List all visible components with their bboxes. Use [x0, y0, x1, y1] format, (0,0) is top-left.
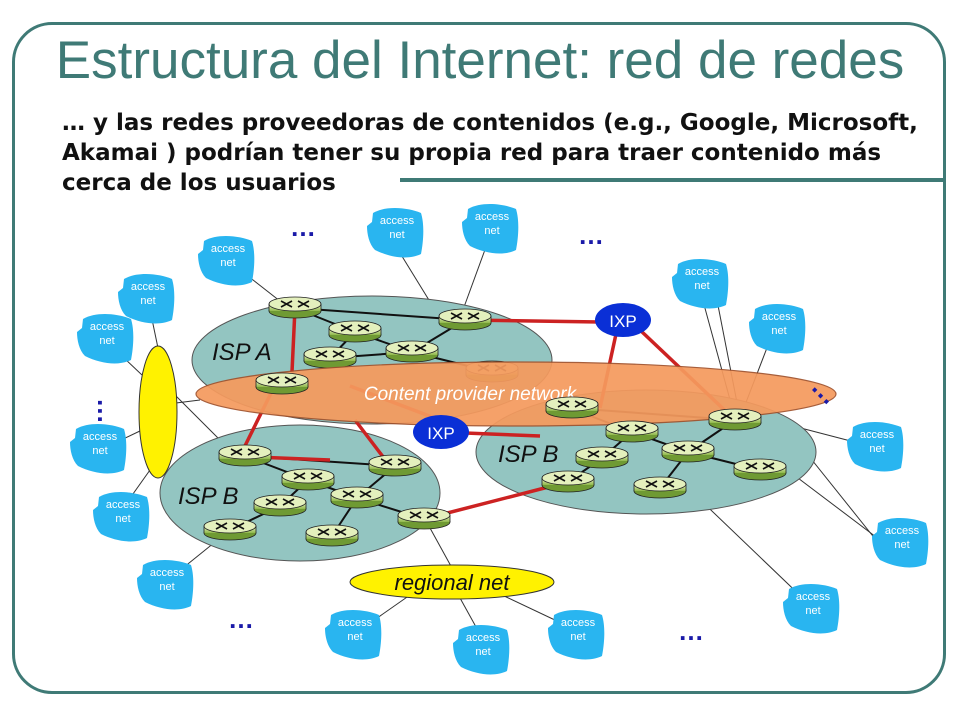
- svg-text:net: net: [220, 257, 235, 269]
- ellipsis: …: [678, 616, 704, 646]
- svg-text:access: access: [131, 281, 166, 293]
- svg-text:access: access: [380, 215, 415, 227]
- router: [385, 340, 439, 363]
- access-net: access net: [462, 204, 519, 254]
- ixp-top-label: IXP: [609, 312, 636, 331]
- router: [605, 420, 659, 443]
- access-net: access net: [548, 610, 605, 660]
- ixp-middle-label: IXP: [427, 424, 454, 443]
- svg-text:net: net: [805, 605, 820, 617]
- svg-text:net: net: [570, 631, 585, 643]
- router: [305, 524, 359, 547]
- router: [545, 396, 599, 419]
- ellipsis: …: [92, 398, 122, 424]
- title-underline: [400, 178, 945, 182]
- svg-text:access: access: [90, 321, 125, 333]
- access-net: access net: [137, 560, 194, 610]
- svg-text:net: net: [99, 335, 114, 347]
- router: [218, 444, 272, 467]
- svg-text:access: access: [466, 632, 501, 644]
- router: [438, 308, 492, 331]
- router: [253, 494, 307, 517]
- access-net: access net: [198, 236, 255, 286]
- svg-text:net: net: [484, 225, 499, 237]
- router: [268, 296, 322, 319]
- router: [661, 440, 715, 463]
- svg-text:net: net: [771, 325, 786, 337]
- ellipsis: …: [290, 212, 316, 242]
- ixp-top: IXP: [595, 303, 651, 337]
- access-net: access net: [783, 584, 840, 634]
- router: [281, 468, 335, 491]
- access-net: access net: [118, 274, 175, 324]
- svg-text:access: access: [685, 266, 720, 278]
- regional-net: regional net: [349, 564, 555, 600]
- svg-text:access: access: [796, 591, 831, 603]
- ellipsis: …: [228, 604, 254, 634]
- router: [733, 458, 787, 481]
- svg-text:access: access: [762, 311, 797, 323]
- svg-text:access: access: [860, 429, 895, 441]
- router: [541, 470, 595, 493]
- router: [203, 518, 257, 541]
- slide-body-text: … y las redes proveedoras de contenidos …: [62, 110, 918, 196]
- isp-a-label: ISP A: [212, 339, 272, 366]
- router: [397, 507, 451, 530]
- router: [255, 372, 309, 395]
- access-net: access net: [453, 625, 510, 675]
- svg-text:access: access: [338, 617, 373, 629]
- router: [708, 408, 762, 431]
- access-net: access net: [749, 304, 806, 354]
- svg-text:net: net: [389, 229, 404, 241]
- svg-text:net: net: [347, 631, 362, 643]
- regional-net-vertical: [138, 345, 178, 479]
- content-provider-label: Content provider network: [364, 384, 578, 405]
- router: [303, 346, 357, 369]
- ellipsis: …: [578, 220, 604, 250]
- access-net: access net: [77, 314, 134, 364]
- svg-text:net: net: [869, 443, 884, 455]
- svg-text:net: net: [159, 581, 174, 593]
- access-net: access net: [70, 424, 127, 474]
- router: [328, 320, 382, 343]
- slide-title: Estructura del Internet: red de redes: [55, 31, 905, 90]
- svg-text:net: net: [694, 280, 709, 292]
- content-provider-network: [195, 361, 837, 427]
- svg-text:access: access: [106, 499, 141, 511]
- router: [575, 446, 629, 469]
- router: [330, 486, 384, 509]
- svg-text:access: access: [211, 243, 246, 255]
- ixp-middle: IXP: [413, 415, 469, 449]
- svg-text:access: access: [83, 431, 118, 443]
- access-net: access net: [325, 610, 382, 660]
- access-net: access net: [672, 259, 729, 309]
- access-net: access net: [847, 422, 904, 472]
- svg-text:net: net: [140, 295, 155, 307]
- svg-text:access: access: [150, 567, 185, 579]
- svg-text:access: access: [885, 525, 920, 537]
- svg-text:net: net: [92, 445, 107, 457]
- isp-b-right-label: ISP B: [498, 441, 558, 468]
- router: [633, 476, 687, 499]
- slide-frame: [12, 22, 946, 694]
- router: [368, 454, 422, 477]
- svg-text:access: access: [561, 617, 596, 629]
- svg-text:access: access: [475, 211, 510, 223]
- svg-text:net: net: [475, 646, 490, 658]
- svg-text:net: net: [115, 513, 130, 525]
- svg-text:net: net: [894, 539, 909, 551]
- access-net: access net: [872, 518, 929, 568]
- isp-b-left-label: ISP B: [178, 483, 238, 510]
- regional-net-label: regional net: [395, 570, 511, 595]
- access-net: access net: [93, 492, 150, 542]
- access-net: access net: [367, 208, 424, 258]
